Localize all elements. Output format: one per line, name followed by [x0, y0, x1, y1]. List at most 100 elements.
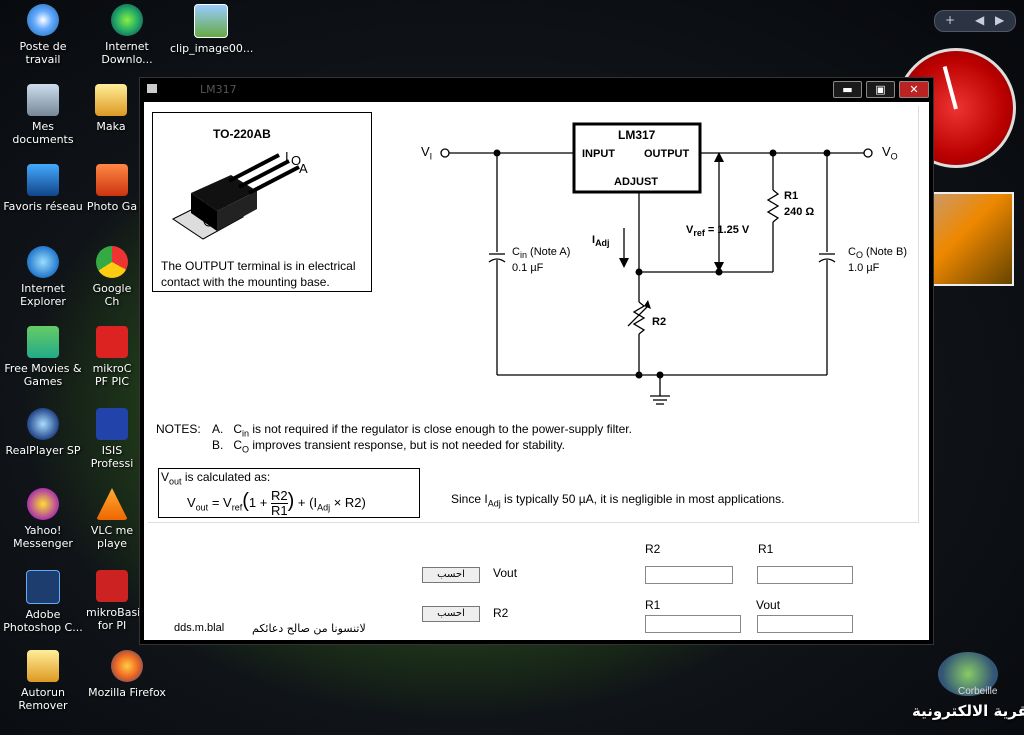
desktop-icon-maka[interactable]: Maka: [86, 84, 136, 133]
mikrobasic-icon: [96, 570, 128, 602]
desktop-icon-photo-gallery[interactable]: Photo Ga: [86, 164, 138, 213]
r1-input-2[interactable]: [645, 615, 741, 633]
desktop-icon-ie[interactable]: Internet Explorer: [2, 246, 84, 308]
chip-name: LM317: [618, 128, 656, 142]
desktop-icon-label: Adobe Photoshop C...: [3, 608, 83, 634]
isis-icon: [96, 408, 128, 440]
desktop-icon-realplayer[interactable]: RealPlayer SP: [2, 408, 84, 457]
desktop-icon-photoshop[interactable]: Adobe Photoshop C...: [2, 570, 84, 634]
author-label: dds.m.blal: [174, 622, 225, 634]
calculate-vout-button[interactable]: احسب: [422, 567, 480, 583]
desktop-icon-label: RealPlayer SP: [5, 444, 81, 457]
add-gadget-icon[interactable]: +: [945, 13, 956, 27]
adjust-pin-label: ADJUST: [614, 176, 659, 188]
client-area: TO-220AB I O A The OUTPUT terminal is in…: [144, 102, 929, 640]
watermark-logo: القرية الالكترونية: [912, 702, 1024, 720]
close-button[interactable]: ✕: [899, 81, 929, 98]
package-note-line-2: contact with the mounting base.: [161, 275, 330, 289]
row1-col2-header: R1: [758, 542, 774, 556]
r2-name: R2: [652, 316, 667, 328]
co-value: 1.0 µF: [848, 262, 880, 274]
package-box: TO-220AB I O A The OUTPUT terminal is in…: [152, 112, 372, 292]
desktop-icon-label: Poste de travail: [19, 40, 67, 66]
datasheet-figure: TO-220AB I O A The OUTPUT terminal is in…: [148, 106, 919, 523]
desktop-icon-label: VLC me playe: [90, 524, 134, 550]
photoshop-icon: [26, 570, 60, 604]
desktop-icon-isis[interactable]: ISIS Professi: [86, 408, 138, 470]
desktop-icon-free-movies[interactable]: Free Movies & Games: [2, 326, 84, 388]
desktop-icon-label: Google Ch: [92, 282, 132, 308]
desktop-icon-label: Internet Explorer: [20, 282, 66, 308]
pin-label-o: O: [291, 153, 302, 168]
desktop-icon-network[interactable]: Favoris réseau: [2, 164, 84, 213]
iadj-note: Since IAdj is typically 50 µA, it is neg…: [451, 492, 785, 509]
r1-value: 240 Ω: [784, 206, 815, 218]
r1-input[interactable]: [757, 566, 853, 584]
yahoo-messenger-icon: [27, 488, 59, 520]
iadj-label: IAdj: [592, 234, 610, 249]
previous-icon[interactable]: ◀: [975, 13, 985, 27]
desktop-icon-chrome[interactable]: Google Ch: [86, 246, 138, 308]
desktop-icon-vlc[interactable]: VLC me playe: [86, 488, 138, 550]
recycle-bin-icon[interactable]: [938, 652, 998, 696]
documents-icon: [27, 84, 59, 116]
sidebar-controls: + ◀ ▶: [934, 10, 1016, 32]
notes-heading: NOTES:: [156, 422, 201, 436]
desktop-icon-my-computer[interactable]: Poste de travail: [2, 4, 84, 66]
desktop-icon-label: Mozilla Firefox: [88, 686, 166, 699]
mikroc-icon: [96, 326, 128, 358]
pin-label-a: A: [299, 161, 308, 176]
desktop-icon-idm[interactable]: Internet Downlo...: [86, 4, 168, 66]
desktop-icon-label: Maka: [96, 120, 126, 133]
desktop-icon-label: Internet Downlo...: [101, 40, 153, 66]
photo-gallery-icon: [96, 164, 128, 196]
folder-icon: [27, 650, 59, 682]
note-a: A. Cin is not required if the regulator …: [212, 422, 632, 439]
desktop-icon-label: Favoris réseau: [3, 200, 83, 213]
cin-value: 0.1 µF: [512, 262, 544, 274]
r1-name: R1: [784, 190, 799, 202]
title-bar[interactable]: LM317 ▬ ▣ ✕: [140, 78, 933, 102]
app-icon: [147, 84, 157, 93]
desktop-icon-firefox[interactable]: Mozilla Firefox: [86, 650, 168, 699]
desktop-icon-autorun-remover[interactable]: Autorun Remover: [2, 650, 84, 712]
desktop-icon-mikroc[interactable]: mikroC PF PIC: [86, 326, 138, 388]
desktop-icon-clip-image[interactable]: clip_image00...: [170, 4, 254, 55]
desktop-icon-mikrobasic[interactable]: mikroBasi for PI: [86, 570, 141, 632]
firefox-icon: [111, 650, 143, 682]
desktop-icon-label: clip_image00...: [170, 42, 254, 55]
minimize-button[interactable]: ▬: [833, 81, 862, 98]
slideshow-gadget[interactable]: [932, 192, 1014, 286]
desktop-icon-label: Autorun Remover: [18, 686, 68, 712]
formula-heading: Vout is calculated as:: [161, 470, 271, 487]
calculate-r2-button[interactable]: احسب: [422, 606, 480, 622]
chrome-icon: [96, 246, 128, 278]
realplayer-icon: [27, 408, 59, 440]
image-file-icon: [194, 4, 228, 38]
computer-icon: [27, 4, 59, 36]
r2-result-label: R2: [493, 606, 509, 620]
row2-col2-header: Vout: [756, 598, 781, 612]
formula-box: Vout is calculated as: Vout = Vref(1 + R…: [158, 468, 420, 518]
vout-result-label: Vout: [493, 566, 518, 580]
app-window: LM317 ▬ ▣ ✕ TO-220AB I O: [139, 77, 934, 645]
window-title: LM317: [200, 83, 237, 96]
clock-hour-hand: [942, 65, 958, 110]
vref-label: Vref = 1.25 V: [686, 224, 750, 239]
vlc-icon: [96, 488, 128, 520]
next-icon[interactable]: ▶: [995, 13, 1005, 27]
row2-col1-header: R1: [645, 598, 661, 612]
desktop-icon-my-documents[interactable]: Mes documents: [2, 84, 84, 146]
to220-package-drawing: [172, 153, 300, 240]
arabic-note: لاتنسونا من صالح دعائكم: [252, 622, 366, 635]
package-note-line-1: The OUTPUT terminal is in electrical: [161, 259, 356, 273]
pin-label-i: I: [285, 149, 289, 164]
desktop-icon-label: mikroBasi for PI: [86, 606, 141, 632]
maximize-button[interactable]: ▣: [866, 81, 895, 98]
vout-input[interactable]: [757, 615, 853, 633]
r2-input[interactable]: [645, 566, 733, 584]
note-b: B. CO improves transient response, but i…: [212, 438, 565, 455]
desktop-icon-yahoo[interactable]: Yahoo! Messenger: [2, 488, 84, 550]
recycle-bin-label: Corbeille: [958, 686, 998, 697]
